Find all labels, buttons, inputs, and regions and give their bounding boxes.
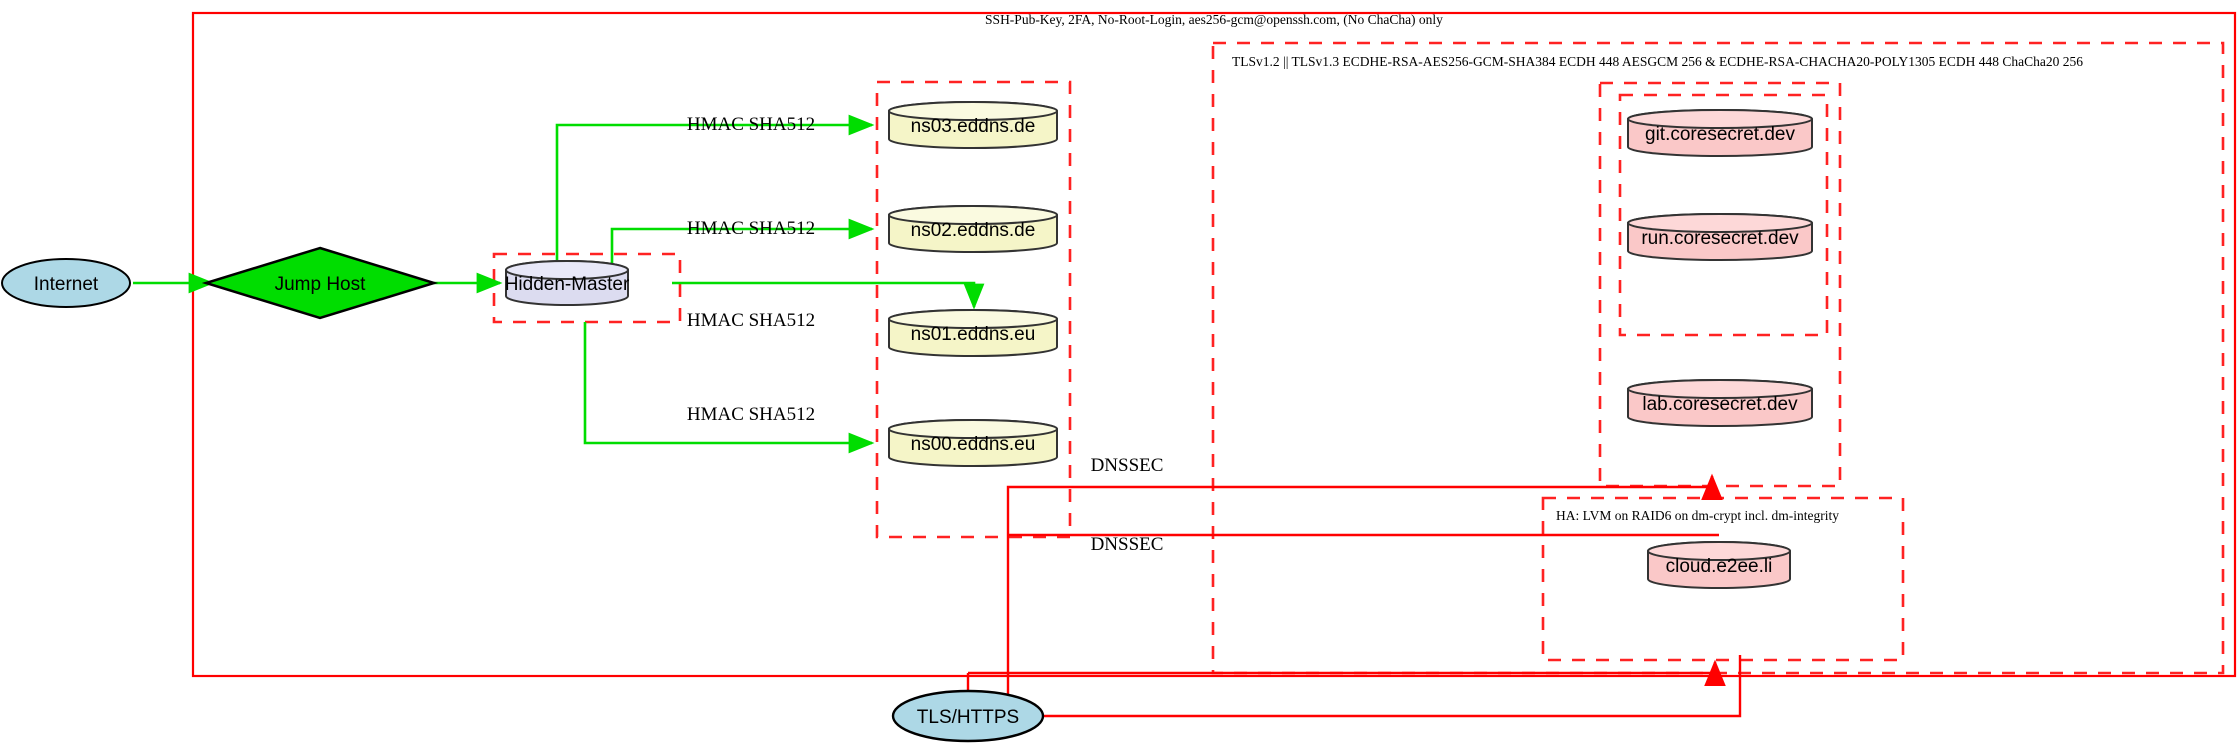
edge-label-hmac-ns01: HMAC SHA512 — [687, 310, 815, 331]
cluster-label-tls-zone: TLSv1.2 || TLSv1.3 ECDHE-RSA-AES256-GCM-… — [1232, 54, 2083, 69]
node-ns00-label: ns00.eddns.eu — [911, 434, 1036, 455]
node-ns00[interactable]: ns00.eddns.eu — [888, 419, 1058, 467]
edge-label-dnssec-lower: DNSSEC — [1091, 534, 1164, 555]
edge-hiddenmaster-ns00 — [583, 322, 875, 454]
node-tlshttps-label: TLS/HTTPS — [917, 707, 1019, 728]
node-run[interactable]: run.coresecret.dev — [1627, 213, 1813, 261]
node-ns02[interactable]: ns02.eddns.de — [888, 205, 1058, 253]
cluster-master-zone — [492, 252, 682, 324]
node-ns03-label: ns03.eddns.de — [911, 116, 1036, 137]
node-git-label: git.coresecret.dev — [1645, 124, 1795, 145]
node-ns02-label: ns02.eddns.de — [911, 220, 1036, 241]
cluster-core-zone — [1598, 81, 1842, 488]
node-lab-label: lab.coresecret.dev — [1642, 394, 1798, 415]
node-cloud-label: cloud.e2ee.li — [1666, 556, 1773, 577]
node-internet-label: Internet — [34, 274, 99, 295]
node-cloud[interactable]: cloud.e2ee.li — [1647, 541, 1791, 589]
edge-hiddenmaster-ns01 — [672, 281, 985, 310]
edge-label-hmac-ns00: HMAC SHA512 — [687, 404, 815, 425]
node-hiddenmaster[interactable]: Hidden-Master — [505, 260, 630, 306]
node-ns03[interactable]: ns03.eddns.de — [888, 101, 1058, 149]
edge-tlshttps-hazone — [1043, 655, 1742, 718]
edge-tlshttps-corezone — [1006, 473, 1723, 700]
edge-tlshttps-hazone-arrow — [968, 659, 1726, 686]
node-tlshttps[interactable]: TLS/HTTPS — [891, 689, 1045, 743]
cluster-ns-zone — [875, 80, 1072, 539]
edge-hiddenmaster-ns03 — [555, 114, 875, 266]
node-jumphost[interactable]: Jump Host — [201, 246, 439, 320]
cluster-label-ssh-zone: SSH-Pub-Key, 2FA, No-Root-Login, aes256-… — [985, 12, 1443, 27]
edge-hiddenmaster-ns02 — [610, 218, 875, 266]
edge-label-hmac-ns03: HMAC SHA512 — [687, 114, 815, 135]
edge-label-hmac-ns02: HMAC SHA512 — [687, 218, 815, 239]
node-run-label: run.coresecret.dev — [1641, 228, 1799, 249]
node-lab[interactable]: lab.coresecret.dev — [1627, 379, 1813, 427]
node-git[interactable]: git.coresecret.dev — [1627, 109, 1813, 157]
cluster-ssh-zone — [191, 11, 2237, 678]
cluster-core-inner-zone — [1618, 93, 1829, 337]
node-ns01[interactable]: ns01.eddns.eu — [888, 309, 1058, 357]
cluster-label-ha-zone: HA: LVM on RAID6 on dm-crypt incl. dm-in… — [1556, 508, 1839, 523]
node-hiddenmaster-label: Hidden-Master — [505, 274, 630, 295]
edge-label-dnssec-upper: DNSSEC — [1091, 455, 1164, 476]
node-internet[interactable]: Internet — [1, 258, 131, 308]
node-jumphost-label: Jump Host — [275, 274, 367, 295]
node-ns01-label: ns01.eddns.eu — [911, 324, 1036, 345]
